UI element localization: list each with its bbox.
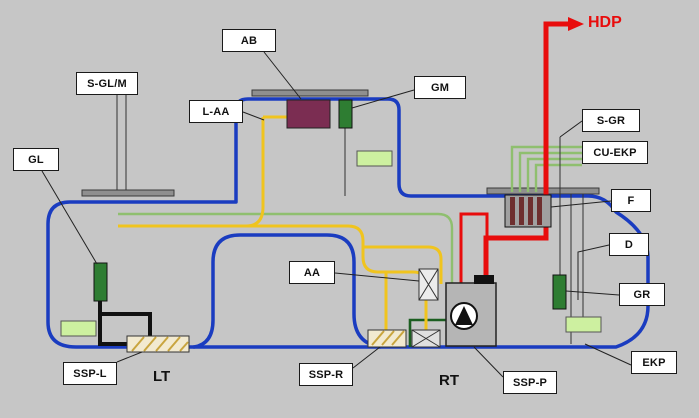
components: [60, 99, 602, 353]
label-gm: GM: [414, 76, 466, 99]
pump-triangle-icon: [455, 306, 473, 325]
pump-outlet-cap: [474, 275, 494, 284]
yellow-fuel-lines: [118, 115, 443, 331]
filter-stripe: [519, 197, 524, 225]
hdp-arrowhead-icon: [568, 17, 584, 31]
filter-stripe: [537, 197, 542, 225]
label-s-gr: S-GR: [582, 109, 640, 132]
boost-pump-assembly: [445, 275, 497, 347]
leader-d: [577, 244, 610, 300]
top-mount-plate: [251, 89, 369, 97]
red-main-line: [483, 21, 568, 280]
ssp-p-valve: [411, 329, 441, 348]
yellow-tower-drop: [245, 117, 265, 228]
red-thin-line: [459, 212, 489, 292]
label-ekp: EKP: [631, 351, 677, 374]
fuel-filter: [504, 194, 552, 228]
black-pipes: [98, 301, 152, 346]
leader-s-gr: [559, 120, 583, 138]
dark-green-line: [408, 318, 452, 347]
red-pressure-lines: [459, 17, 584, 292]
label-ssp-p: SSP-P: [503, 371, 557, 394]
gl-sensor: [93, 262, 108, 302]
sensor-stems: [116, 95, 584, 344]
label-gl: GL: [13, 148, 59, 171]
cu-ekp-line-2: [518, 151, 582, 192]
leader-aa: [334, 272, 420, 282]
label-ssp-l: SSP-L: [63, 362, 117, 385]
label-ssp-r: SSP-R: [299, 363, 353, 386]
ssp-r-hatch-icon: [371, 330, 405, 346]
cu-ekp-line-1: [510, 145, 582, 192]
hdp-text: HDP: [588, 14, 622, 31]
cu-ekp-line-4: [534, 163, 582, 192]
gm-sensor: [338, 99, 353, 129]
left-mount-plate: [81, 189, 175, 197]
leader-gl: [41, 170, 98, 265]
ssp-l-pump: [126, 335, 190, 353]
lt-text: LT: [153, 368, 171, 385]
tank-outline: [46, 97, 650, 349]
indicator-left: [60, 320, 97, 337]
ssp-p-x-icon: [411, 329, 441, 348]
leader-ssp-l: [116, 351, 143, 363]
label-aa: AA: [289, 261, 335, 284]
green-main-line: [118, 212, 454, 318]
leader-gr: [565, 290, 620, 296]
green-signal-lines: [118, 145, 582, 318]
indicator-right: [565, 316, 602, 333]
ssp-r-pump: [367, 329, 407, 348]
ab-unit: [286, 99, 331, 129]
black-pipe-2: [100, 312, 152, 336]
ssp-l-hatch-icon: [131, 336, 189, 352]
leader-lines: [41, 51, 632, 378]
yellow-branch-line: [363, 245, 443, 284]
yellow-main-line: [118, 224, 428, 331]
label-f: F: [611, 189, 651, 212]
wheel-well-arch: [192, 233, 382, 349]
label-cu-ekp: CU-EKP: [582, 141, 648, 164]
leader-f: [550, 200, 612, 208]
label-s-gl-m: S-GL/M: [76, 72, 138, 95]
label-ab: AB: [222, 29, 276, 52]
label-l-aa: L-AA: [189, 100, 243, 123]
rt-text: RT: [439, 372, 459, 389]
filter-stripe: [528, 197, 533, 225]
aa-valve: [418, 268, 439, 301]
cu-ekp-line-3: [526, 157, 582, 192]
leader-ab: [263, 51, 302, 100]
leader-ssp-p: [473, 346, 504, 378]
leader-ssp-r: [352, 346, 381, 369]
filter-stripe: [510, 197, 515, 225]
leader-l-aa: [242, 111, 265, 121]
aa-valve-x-icon: [418, 268, 439, 301]
label-gr: GR: [619, 283, 665, 306]
black-pipe-1: [98, 301, 127, 346]
right-mount-plate: [486, 187, 600, 195]
gr-sensor: [552, 274, 567, 310]
leader-gm: [351, 89, 415, 109]
mount-plates: [81, 89, 600, 197]
leader-ekp: [584, 343, 632, 366]
label-d: D: [609, 233, 649, 256]
indicator-center: [356, 150, 393, 167]
